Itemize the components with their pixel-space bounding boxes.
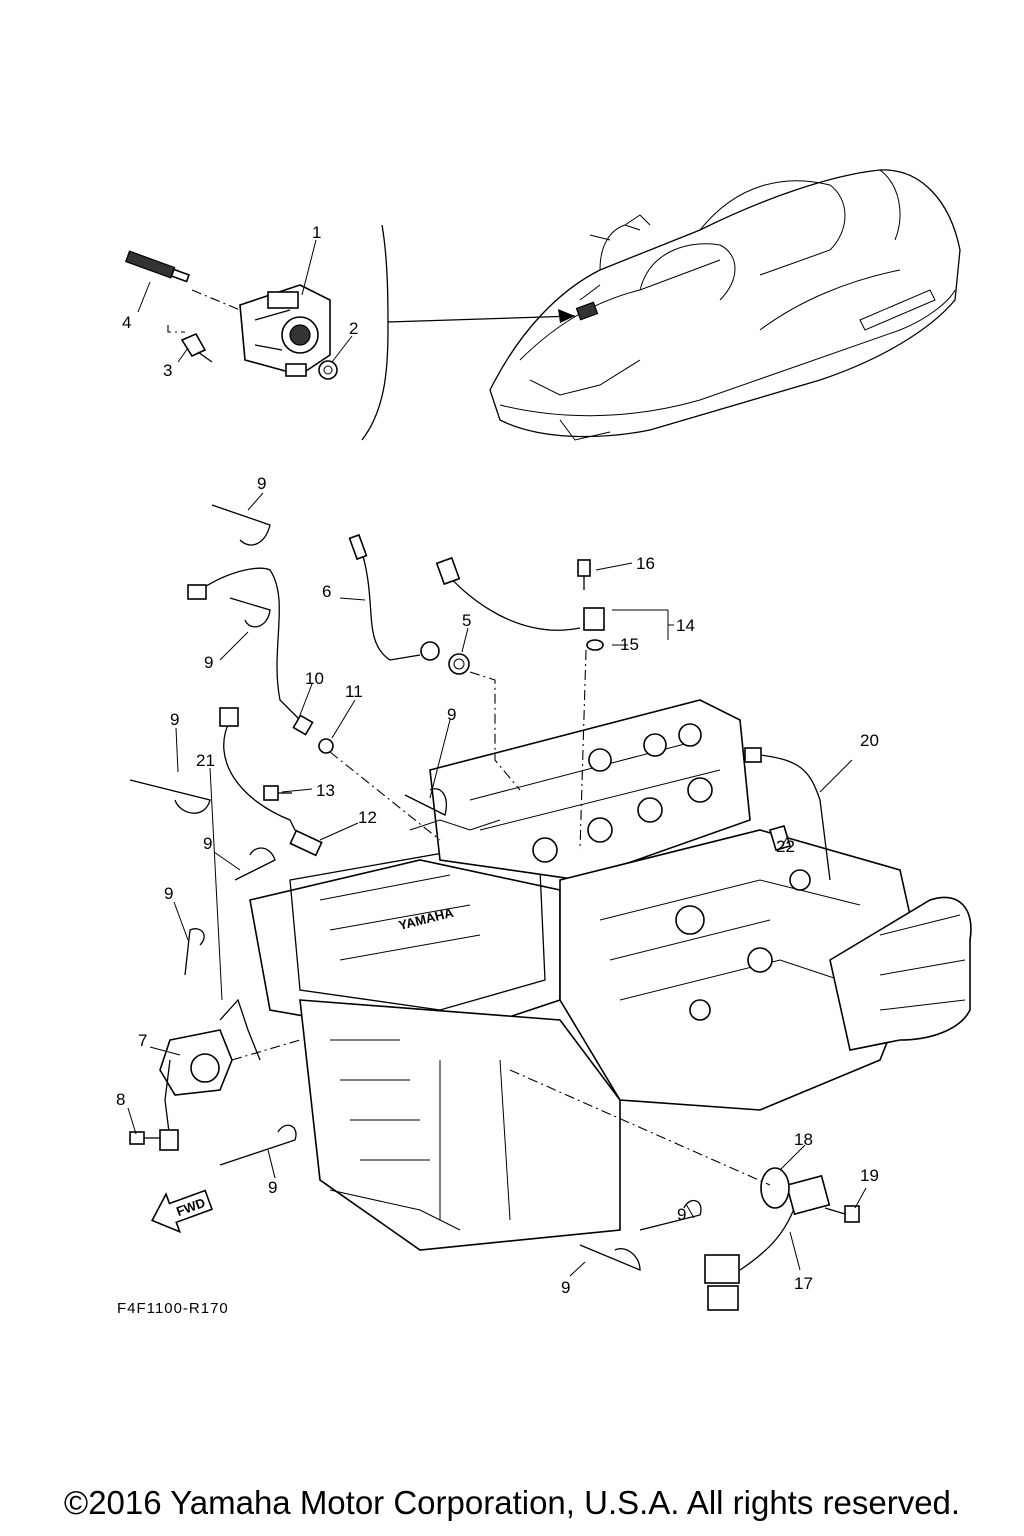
callout-9b: 9 (204, 653, 213, 672)
sensor-parts (129, 533, 860, 1311)
callout-4: 4 (122, 313, 131, 332)
throttle-body-assembly (124, 250, 338, 380)
callout-22: 22 (776, 837, 795, 856)
cable-ties (129, 504, 702, 1271)
callout-16: 16 (636, 554, 655, 573)
callout-6: 6 (322, 582, 331, 601)
copyright-notice: ©2016 Yamaha Motor Corporation, U.S.A. A… (63, 1484, 961, 1521)
part-2-nut (318, 360, 338, 380)
locator-bracket (361, 224, 576, 441)
callout-3: 3 (163, 361, 172, 380)
callout-13: 13 (316, 781, 335, 800)
callout-19: 19 (860, 1166, 879, 1185)
callout-9c: 9 (170, 710, 179, 729)
callout-20: 20 (860, 731, 879, 750)
engine-block: YAMAHA (249, 699, 972, 1251)
callout-9f: 9 (164, 884, 173, 903)
callout-7: 7 (138, 1031, 147, 1050)
callout-8: 8 (116, 1090, 125, 1109)
callout-11: 11 (345, 682, 363, 701)
callout-18: 18 (794, 1130, 813, 1149)
callout-14: 14 (676, 616, 695, 635)
watercraft-illustration (489, 169, 961, 441)
callout-9a: 9 (257, 474, 266, 493)
part-1-throttle-body (239, 284, 331, 377)
callout-9d: 9 (447, 705, 456, 724)
callout-12: 12 (358, 808, 377, 827)
part-4-screw (124, 250, 190, 283)
callout-10: 10 (305, 669, 324, 688)
fwd-arrow-icon: FWD (151, 1189, 214, 1234)
callout-9g: 9 (268, 1178, 277, 1197)
callout-15: 15 (620, 635, 639, 654)
callout-21: 21 (196, 751, 215, 770)
diagram-ref-number: F4F1100-R170 (117, 1300, 229, 1317)
callout-17: 17 (794, 1274, 813, 1293)
callout-1: 1 (312, 223, 321, 242)
part-3-pin (180, 332, 213, 363)
callout-2: 2 (349, 319, 358, 338)
leader-lines (127, 239, 867, 1277)
callout-9i: 9 (561, 1278, 570, 1297)
callout-labels: 1 2 3 4 9 9 6 5 10 11 9 9 13 12 9 9 21 7… (116, 223, 879, 1297)
callout-5: 5 (462, 611, 471, 630)
callout-9e: 9 (203, 834, 212, 853)
callout-9h: 9 (677, 1205, 686, 1224)
